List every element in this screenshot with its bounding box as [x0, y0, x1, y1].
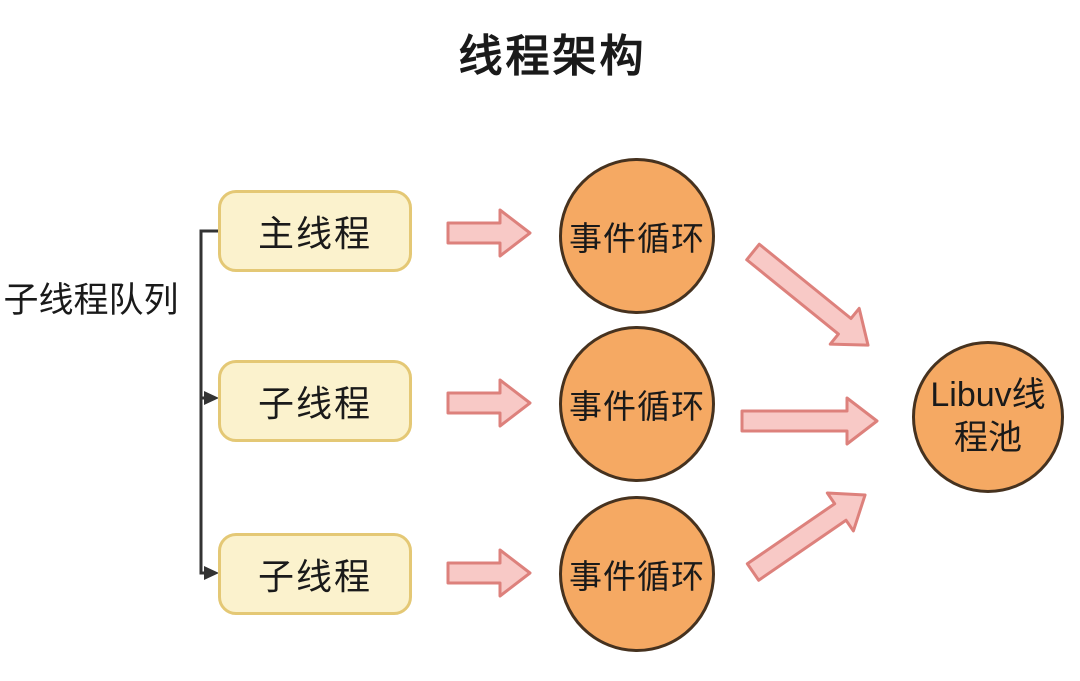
thread-box-sub-1: 子线程	[218, 360, 412, 442]
thread-box-sub-1-label: 子线程	[257, 383, 372, 424]
bracket-arrowhead-bottom	[204, 566, 219, 580]
event-loop-circle-1-label: 事件循环	[569, 220, 705, 257]
event-loop-circle-3: 事件循环	[559, 496, 715, 652]
thread-box-main: 主线程	[218, 190, 412, 272]
arrow-eventloop2-to-pool	[740, 396, 879, 446]
event-loop-circle-2-label: 事件循环	[569, 388, 705, 425]
arrow-main-to-eventloop-1	[446, 208, 532, 258]
thread-box-sub-2: 子线程	[218, 533, 412, 615]
event-loop-circle-3-label: 事件循环	[569, 558, 705, 595]
bracket-arrowhead-middle	[204, 391, 219, 405]
arrow-sub2-to-eventloop-3	[446, 548, 532, 598]
libuv-pool-label-line2: 程池	[954, 419, 1022, 457]
libuv-pool-label-line1: Libuv线	[930, 376, 1046, 415]
arrow-eventloop1-to-pool	[745, 242, 870, 347]
thread-box-sub-2-label: 子线程	[257, 556, 372, 597]
page-title: 线程架构	[458, 32, 647, 81]
thread-box-main-label: 主线程	[257, 213, 372, 254]
event-loop-circle-1: 事件循环	[559, 158, 715, 314]
arrow-eventloop3-to-pool	[745, 491, 867, 582]
arrow-sub1-to-eventloop-2	[446, 378, 532, 428]
queue-label: 子线程队列	[3, 281, 179, 320]
libuv-pool-circle: Libuv线 程池	[912, 341, 1064, 493]
event-loop-circle-2: 事件循环	[559, 326, 715, 482]
